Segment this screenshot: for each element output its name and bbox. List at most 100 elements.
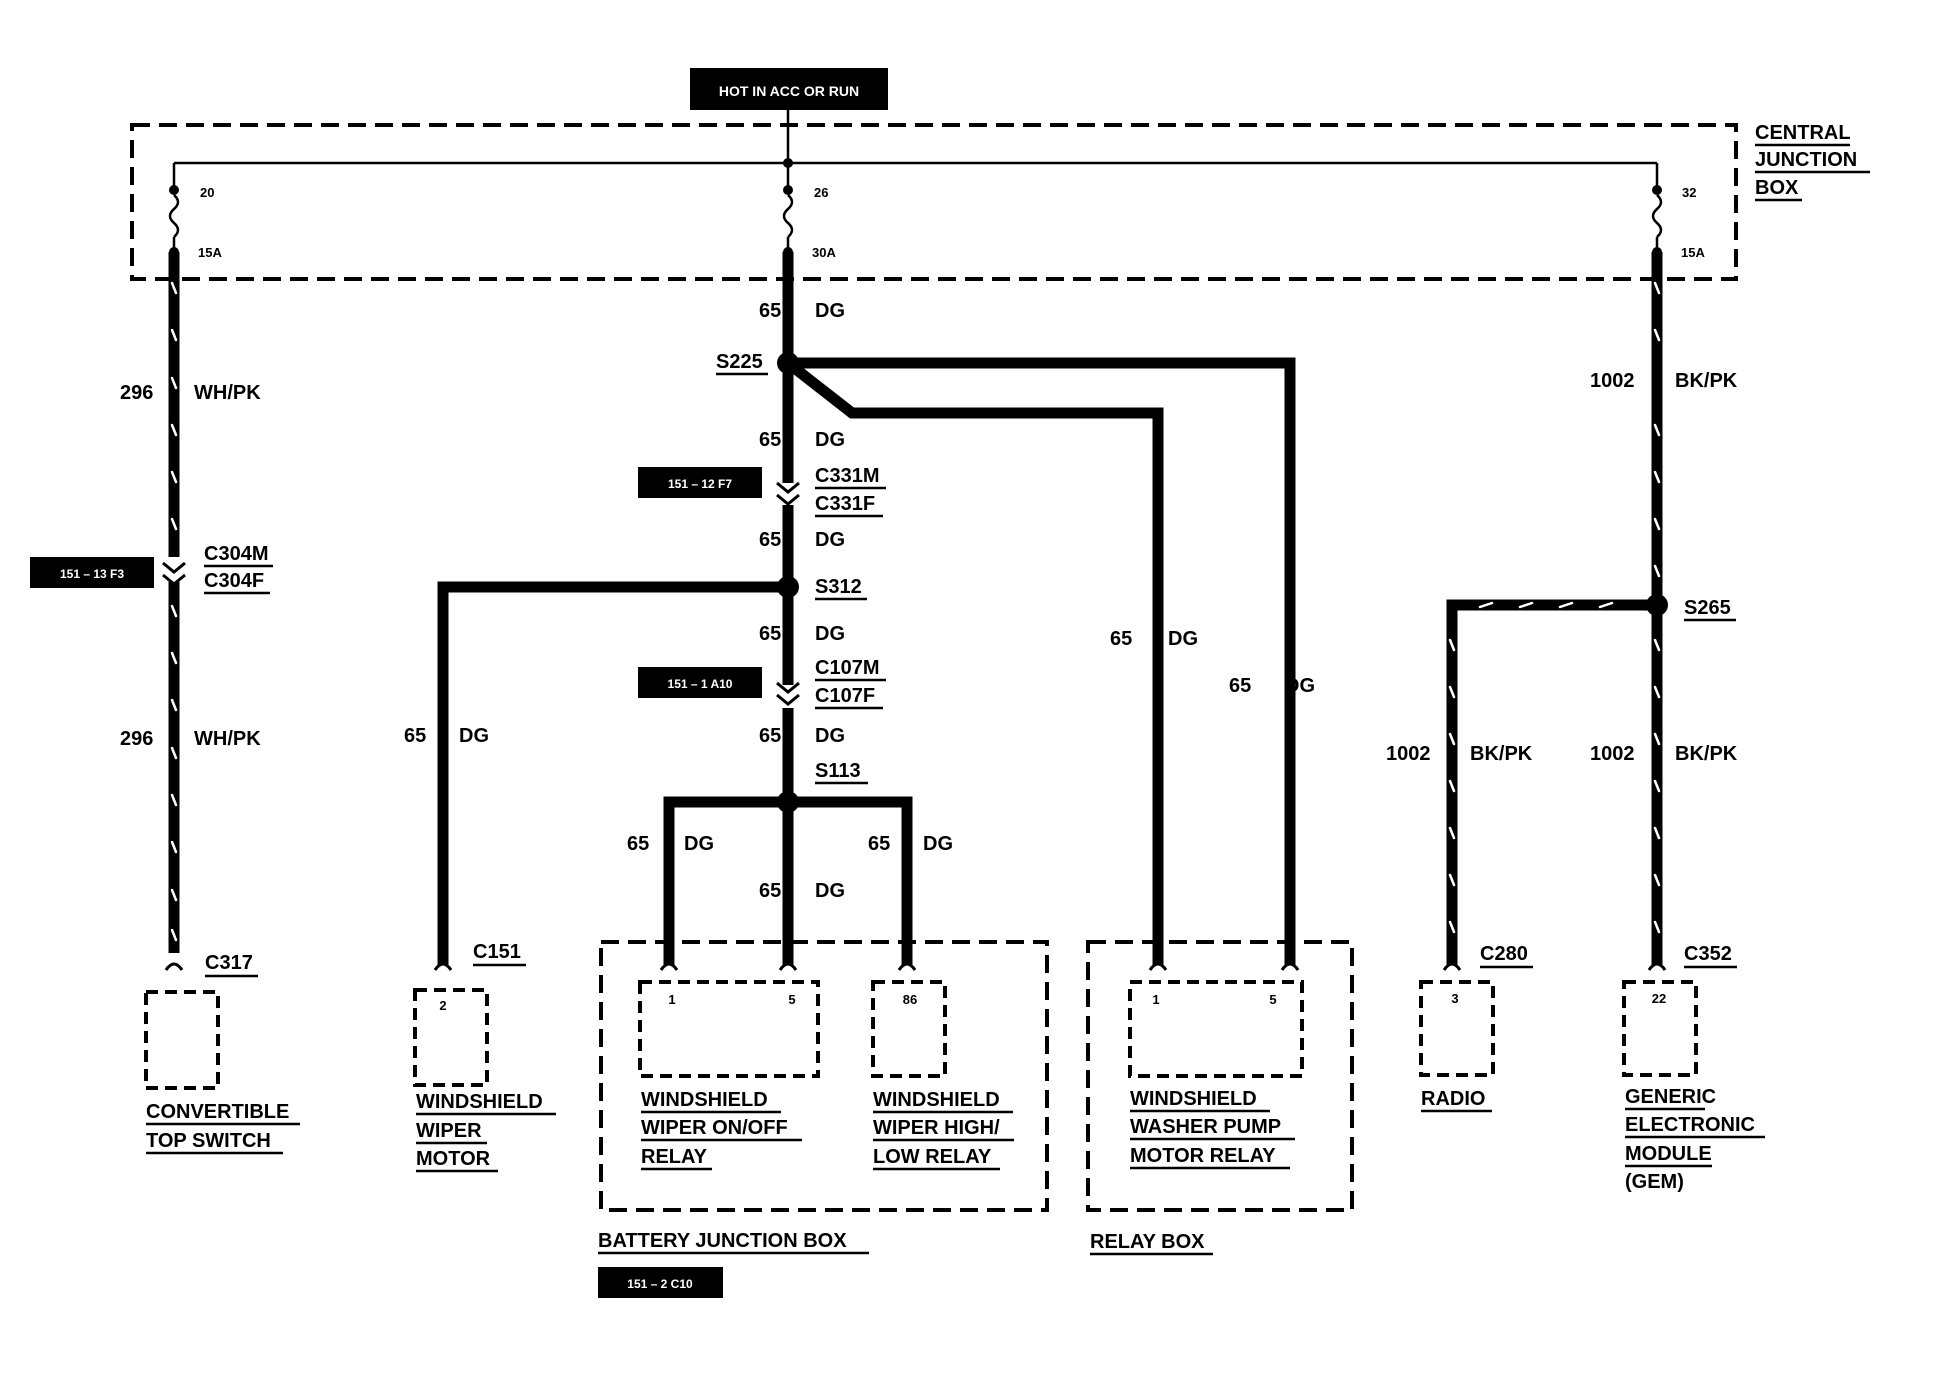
onoff-relay-pin1: 1 <box>668 992 675 1007</box>
ref-151-12-f7-text: 151 – 12 F7 <box>668 477 732 491</box>
wire-296-circuit-lower: 296 <box>120 728 153 750</box>
connector-c304: C304M C304F <box>162 543 273 595</box>
fuse-26: 26 30A <box>782 158 836 260</box>
wire-1002-circuit-gem: 1002 <box>1590 743 1635 765</box>
washer-relay-pin1-conn <box>1148 962 1168 971</box>
wire-65-label-5: 65 <box>759 725 781 747</box>
convertible-label-line2: TOP SWITCH <box>146 1130 271 1152</box>
connector-c151-label: C151 <box>473 941 521 963</box>
convertible-label-line1: CONVERTIBLE <box>146 1101 289 1123</box>
connector-c107f-label: C107F <box>815 685 875 707</box>
wiper-motor-box <box>413 988 489 1087</box>
ref-151-1-a10: 151 – 1 A10 <box>638 667 762 698</box>
gem-label-line3: MODULE <box>1625 1143 1712 1165</box>
onoff-label-line3: RELAY <box>641 1146 708 1168</box>
central-junction-box <box>130 123 1738 281</box>
wire-65-label-w2: 65 <box>1229 675 1251 697</box>
battery-junction-box <box>599 940 1049 1212</box>
onoff-relay-pin1-conn <box>659 962 679 971</box>
wire-1002-to-radio <box>1446 599 1657 965</box>
onoff-relay-pin5-conn <box>778 962 798 971</box>
fuse-26-number: 26 <box>814 185 828 200</box>
ref-151-13-f3-text: 151 – 13 F3 <box>60 567 124 581</box>
onoff-relay-pin5: 5 <box>788 992 795 1007</box>
gem-pin: 22 <box>1652 991 1666 1006</box>
connector-c304f-label: C304F <box>204 570 264 592</box>
wiper-highlow-relay-label: WINDSHIELD WIPER HIGH/ LOW RELAY <box>873 1089 1014 1171</box>
splice-s265-label: S265 <box>1684 597 1731 619</box>
wiper-motor-label-line2: WIPER <box>416 1120 482 1142</box>
highlow-label-line3: LOW RELAY <box>873 1146 992 1168</box>
highlow-label-line2: WIPER HIGH/ <box>873 1117 1000 1139</box>
connector-c304m-label: C304M <box>204 543 268 565</box>
connector-c107: C107M C107F <box>776 657 886 710</box>
convertible-top-switch-box <box>144 990 220 1090</box>
wiper-highlow-relay-box <box>871 980 947 1078</box>
relay-box <box>1086 940 1354 1212</box>
wire-dg-label-b1: DG <box>684 833 714 855</box>
wire-1002-color-upper: BK/PK <box>1675 370 1738 392</box>
wire-1002-color-gem: BK/PK <box>1675 743 1738 765</box>
radio-box <box>1419 980 1495 1077</box>
gem-label-line1: GENERIC <box>1625 1086 1716 1108</box>
wire-65-label-b1: 65 <box>627 833 649 855</box>
wire-65-label-4: 65 <box>759 623 781 645</box>
cjb-label-line2: JUNCTION <box>1755 149 1857 171</box>
wire-1002-circuit-upper: 1002 <box>1590 370 1635 392</box>
power-source-text: HOT IN ACC OR RUN <box>719 83 859 99</box>
fuse-26-rating: 30A <box>812 245 836 260</box>
connector-c352-pin <box>1647 962 1667 971</box>
ref-151-2-c10: 151 – 2 C10 <box>598 1267 723 1298</box>
highlow-relay-pin86: 86 <box>903 992 917 1007</box>
wire-296-color-upper: WH/PK <box>194 382 261 404</box>
wire-296-left <box>168 252 180 953</box>
wire-65-label-b2: 65 <box>759 880 781 902</box>
washer-relay-pin5-conn <box>1280 962 1300 971</box>
power-source-label: HOT IN ACC OR RUN <box>690 68 888 110</box>
ref-151-12-f7: 151 – 12 F7 <box>638 467 762 498</box>
wire-dg-label-b2: DG <box>815 880 845 902</box>
cjb-label-line1: CENTRAL <box>1755 122 1851 144</box>
gem-label: GENERIC ELECTRONIC MODULE (GEM) <box>1625 1086 1765 1193</box>
washer-label-line3: MOTOR RELAY <box>1130 1145 1276 1167</box>
wire-1002-circuit-radio: 1002 <box>1386 743 1431 765</box>
connector-c317-label: C317 <box>205 952 253 974</box>
onoff-label-line2: WIPER ON/OFF <box>641 1117 788 1139</box>
splice-s113-label: S113 <box>815 760 861 782</box>
gem-label-line4: (GEM) <box>1625 1171 1684 1193</box>
washer-relay-pin1: 1 <box>1152 992 1159 1007</box>
splice-s312-label: S312 <box>815 576 862 598</box>
central-junction-box-label: CENTRAL JUNCTION BOX <box>1755 122 1870 202</box>
convertible-top-switch-label: CONVERTIBLE TOP SWITCH <box>146 1101 300 1155</box>
fuse-32-number: 32 <box>1682 185 1696 200</box>
wire-dg-label-4: DG <box>815 623 845 645</box>
highlow-relay-pin86-conn <box>897 962 917 971</box>
washer-relay-pin5: 5 <box>1269 992 1276 1007</box>
ref-151-13-f3: 151 – 13 F3 <box>30 557 154 588</box>
fuse-20-number: 20 <box>200 185 214 200</box>
wire-1002-color-radio: BK/PK <box>1470 743 1533 765</box>
wire-65-to-highlow-pin86 <box>788 796 913 965</box>
connector-c151-pin <box>433 962 453 971</box>
wire-dg-label-wm: DG <box>459 725 489 747</box>
wire-65-to-onoff-pin1 <box>663 796 788 965</box>
wire-dg-label-w2: DG <box>1285 675 1315 697</box>
connector-c331m-label: C331M <box>815 465 879 487</box>
fuse-32-rating: 15A <box>1681 245 1705 260</box>
wiper-motor-label: WINDSHIELD WIPER MOTOR <box>416 1091 556 1173</box>
wire-65-label-2: 65 <box>759 429 781 451</box>
wiper-motor-label-line3: MOTOR <box>416 1148 491 1170</box>
radio-pin: 3 <box>1451 991 1458 1006</box>
gem-label-line2: ELECTRONIC <box>1625 1114 1755 1136</box>
wire-dg-label-1: DG <box>815 300 845 322</box>
ref-151-2-c10-text: 151 – 2 C10 <box>627 1277 693 1291</box>
fuse-20: 20 15A <box>168 163 222 260</box>
wire-296-color-lower: WH/PK <box>194 728 261 750</box>
wiper-onoff-relay-box <box>638 980 820 1078</box>
washer-label-line2: WASHER PUMP <box>1130 1116 1281 1138</box>
wiper-motor-pin: 2 <box>439 998 446 1013</box>
wire-dg-label-2: DG <box>815 429 845 451</box>
connector-c107m-label: C107M <box>815 657 879 679</box>
connector-c352-label: C352 <box>1684 943 1732 965</box>
wire-dg-label-3: DG <box>815 529 845 551</box>
